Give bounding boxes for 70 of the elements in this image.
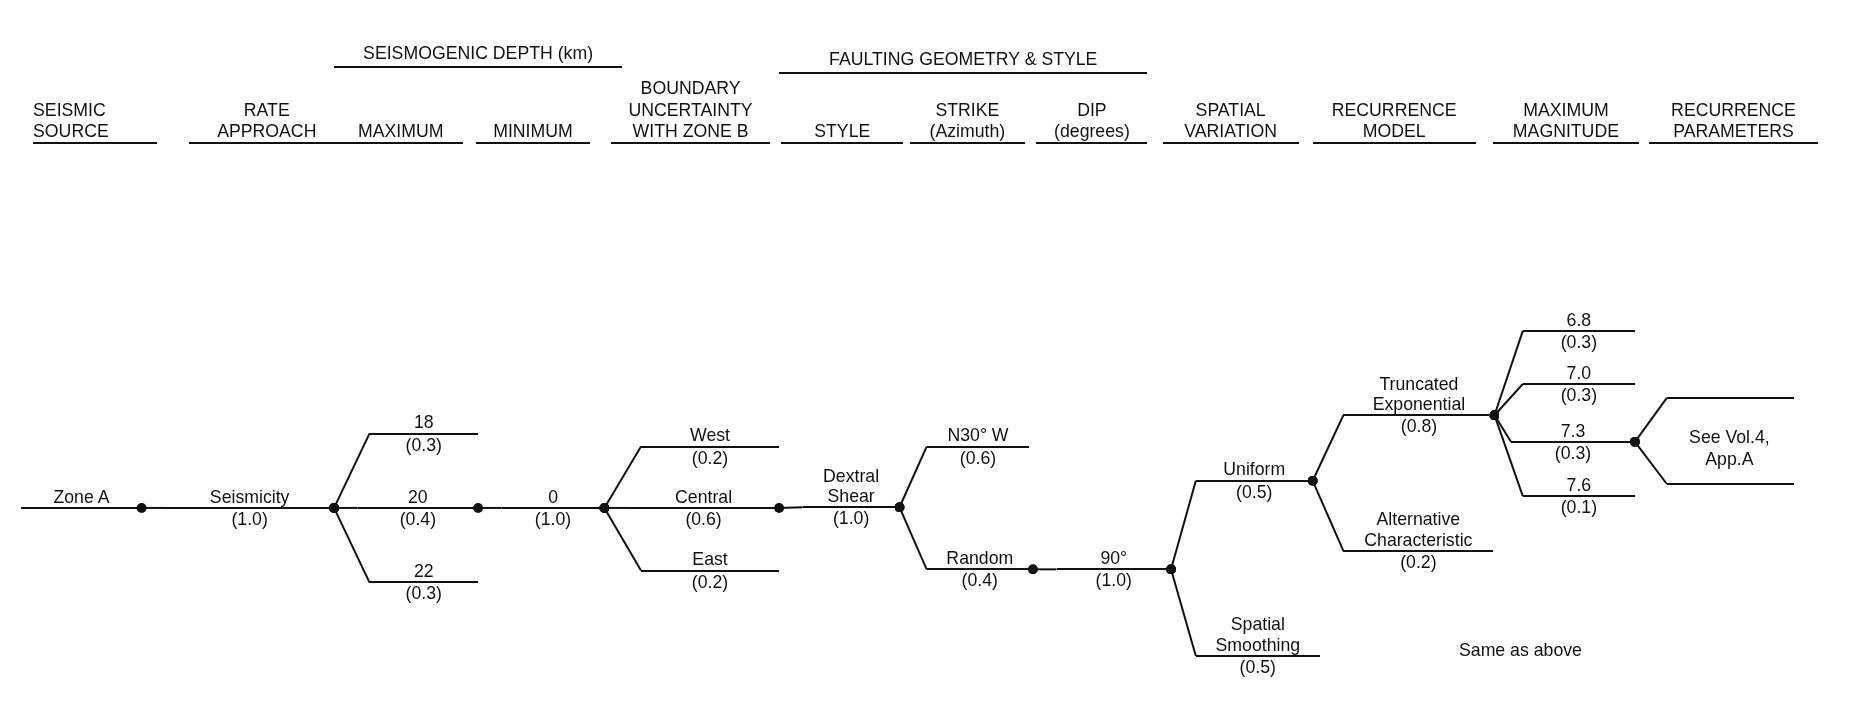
branch-label: 7.3 <box>1560 420 1586 441</box>
branch-label: 7.6 <box>1566 474 1592 496</box>
column-header: RECURRENCE MODEL <box>1312 99 1476 145</box>
branch-label: 0 <box>548 486 558 507</box>
branch-connector <box>599 502 642 572</box>
probability-label: (0.2) <box>691 447 729 468</box>
column-header: STYLE <box>781 120 904 145</box>
probability-label: (0.5) <box>1236 481 1273 503</box>
probability-label: (0.3) <box>405 434 442 455</box>
column-header: BOUNDARY UNCERTAINTY WITH ZONE B <box>611 78 770 145</box>
branch-label: Truncated Exponential <box>1371 373 1467 415</box>
column-header: STRIKE (Azimuth) <box>910 99 1025 145</box>
branch-connector <box>1629 436 1668 485</box>
probability-label: (0.3) <box>1554 442 1592 464</box>
branch-line <box>1666 396 1795 399</box>
column-header: MAXIMUM <box>338 120 463 145</box>
branch-label: 90° <box>1100 548 1128 569</box>
column-header: MAXIMUM MAGNITUDE <box>1493 99 1639 145</box>
probability-label: (1.0) <box>1095 570 1132 591</box>
branch-connector <box>1489 410 1524 498</box>
probability-label: (0.4) <box>961 570 998 591</box>
column-header: MINIMUM <box>475 120 591 145</box>
branch-label: Seismicity <box>209 486 290 507</box>
group-header: FAULTING GEOMETRY & STYLE <box>779 49 1148 75</box>
branch-label: Uniform <box>1223 459 1286 480</box>
column-header: RATE APPROACH <box>188 99 345 145</box>
probability-label: (1.0) <box>231 508 268 530</box>
probability-label: (0.4) <box>399 508 437 530</box>
branch-connector <box>774 502 804 513</box>
probability-label: (0.3) <box>405 583 442 604</box>
probability-label: (0.1) <box>1560 497 1598 518</box>
column-header: SPATIAL VARIATION <box>1162 99 1299 145</box>
probability-label: (0.3) <box>1560 331 1598 353</box>
note-text: See Vol.4, App.A <box>1688 425 1771 470</box>
branch-connector <box>473 502 503 513</box>
probability-label: (0.3) <box>1560 385 1598 406</box>
branch-label: Central <box>675 486 733 507</box>
branch-label: Alternative Characteristic <box>1363 509 1474 550</box>
branch-connector <box>136 502 167 513</box>
probability-label: (1.0) <box>534 508 572 530</box>
probability-label: (0.6) <box>685 508 722 530</box>
branch-connector <box>894 502 928 571</box>
branch-connector <box>1027 564 1058 575</box>
branch-connector <box>329 502 371 584</box>
probability-label: (0.2) <box>1400 551 1437 573</box>
branch-label: Dextral Shear <box>822 465 881 507</box>
branch-label: Zone A <box>53 486 110 507</box>
branch-label: Spatial Smoothing <box>1214 614 1302 656</box>
column-header: SEISMIC SOURCE <box>33 99 157 145</box>
branch-label: West <box>690 425 731 446</box>
branch-label: 20 <box>408 486 428 507</box>
branch-label: 7.0 <box>1566 362 1592 383</box>
branch-label: N30° W <box>947 425 1009 446</box>
branch-label: 22 <box>413 560 434 582</box>
probability-label: (0.2) <box>691 571 729 592</box>
group-header: SEISMOGENIC DEPTH (km) <box>334 43 623 69</box>
column-header: DIP (degrees) <box>1036 99 1148 145</box>
branch-connector <box>1166 564 1197 658</box>
probability-label: (0.6) <box>959 447 997 468</box>
probability-label: (1.0) <box>832 508 870 529</box>
branch-label: Random <box>946 548 1014 569</box>
branch-connector <box>1307 475 1345 552</box>
branch-label: 6.8 <box>1566 309 1592 330</box>
branch-label: 18 <box>413 412 434 433</box>
branch-label: East <box>692 549 728 570</box>
column-header: RECURRENCE PARAMETERS <box>1649 99 1818 145</box>
probability-label: (0.5) <box>1239 657 1276 678</box>
probability-label: (0.8) <box>1400 416 1438 437</box>
branch-line <box>1666 483 1795 485</box>
note-text: Same as above <box>1458 638 1583 662</box>
